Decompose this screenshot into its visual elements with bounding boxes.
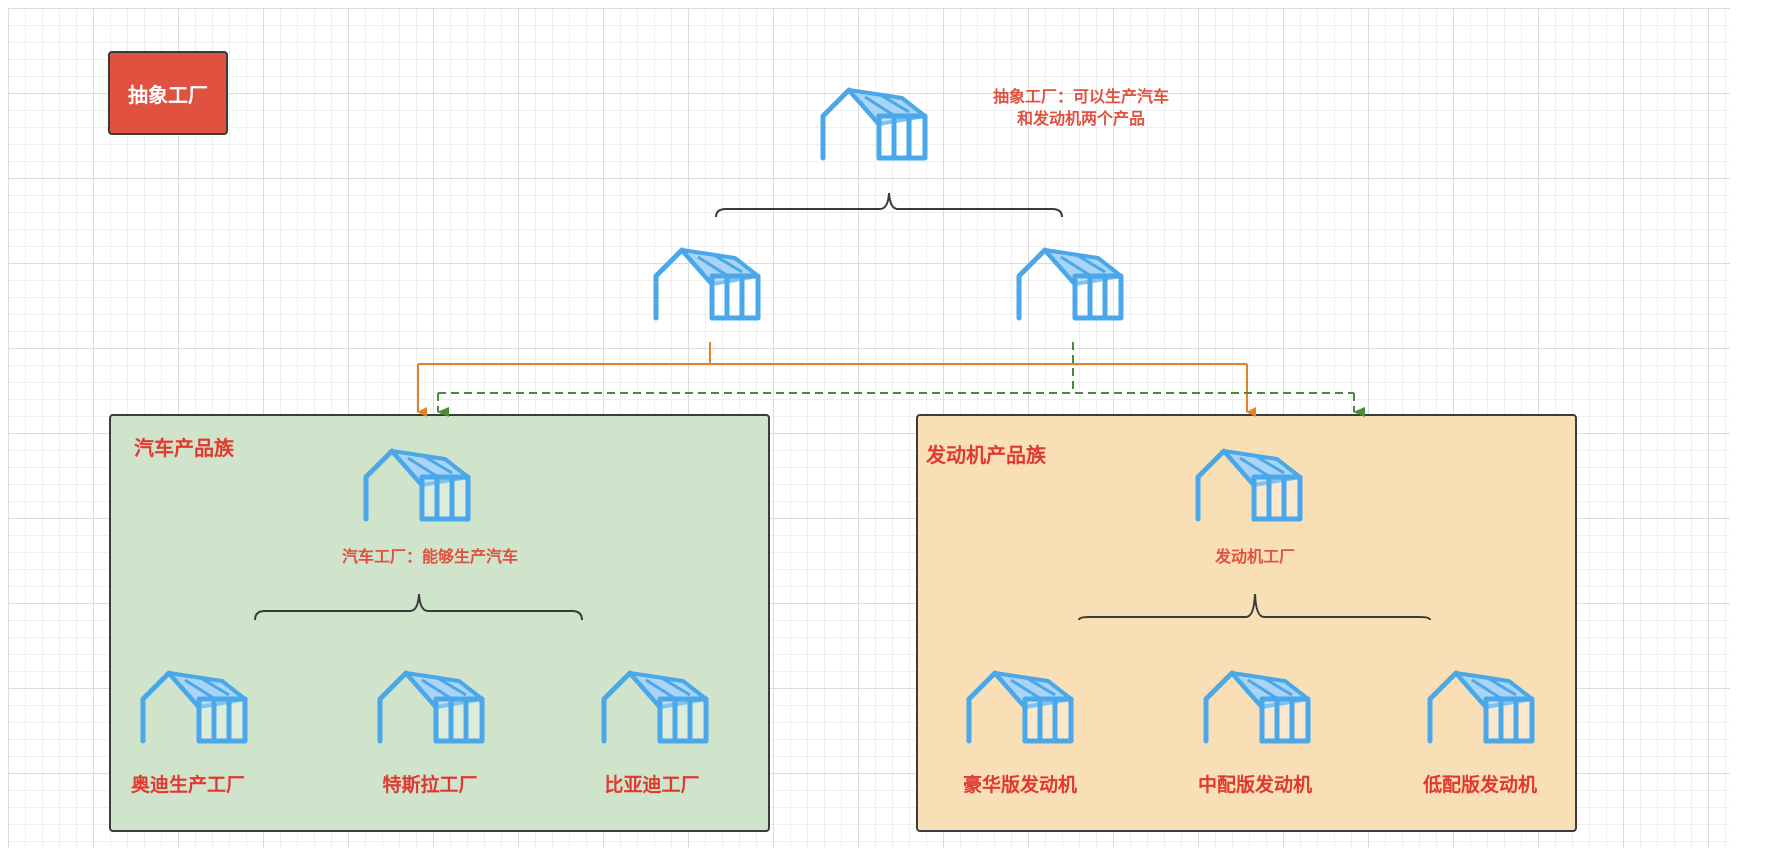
- product-label-low-engine: 低配版发动机: [1422, 774, 1538, 796]
- car-factory-label: 汽车工厂：能够生产汽车: [341, 547, 519, 566]
- product-label-mid-engine: 中配版发动机: [1197, 774, 1313, 796]
- abstract-factory-icon: [823, 90, 925, 158]
- engine-factory-label: 发动机工厂: [1214, 547, 1296, 566]
- product-label-tesla: 特斯拉工厂: [382, 774, 478, 796]
- product-label-audi: 奥迪生产工厂: [130, 774, 246, 796]
- luxury-engine-icon: [969, 673, 1071, 741]
- car-factory-interface-icon: [656, 250, 758, 318]
- low-engine-icon: [1430, 673, 1532, 741]
- abstract-factory-badge: 抽象工厂: [108, 51, 228, 135]
- green-dashed-connectors: [437, 342, 1365, 417]
- engine-factory-interface-icon: [1019, 250, 1121, 318]
- abstract-factory-note: 抽象工厂：可以生产汽车和发动机两个产品: [992, 87, 1169, 128]
- engine-family-title: 发动机产品族: [926, 443, 1046, 467]
- byd-factory-icon: [604, 673, 706, 741]
- engine-family-container: [916, 414, 1577, 832]
- car-brace: [254, 593, 583, 621]
- car-family-title: 汽车产品族: [134, 436, 234, 460]
- engine-factory-icon: [1198, 451, 1300, 519]
- tesla-factory-icon: [380, 673, 482, 741]
- audi-factory-icon: [143, 673, 245, 741]
- orange-connectors: [417, 342, 1256, 417]
- top-brace: [715, 192, 1063, 218]
- mid-engine-icon: [1206, 673, 1308, 741]
- product-label-byd: 比亚迪工厂: [604, 774, 700, 796]
- car-factory-icon: [366, 451, 468, 519]
- engine-brace: [1078, 593, 1431, 621]
- product-label-luxury-engine: 豪华版发动机: [962, 774, 1078, 796]
